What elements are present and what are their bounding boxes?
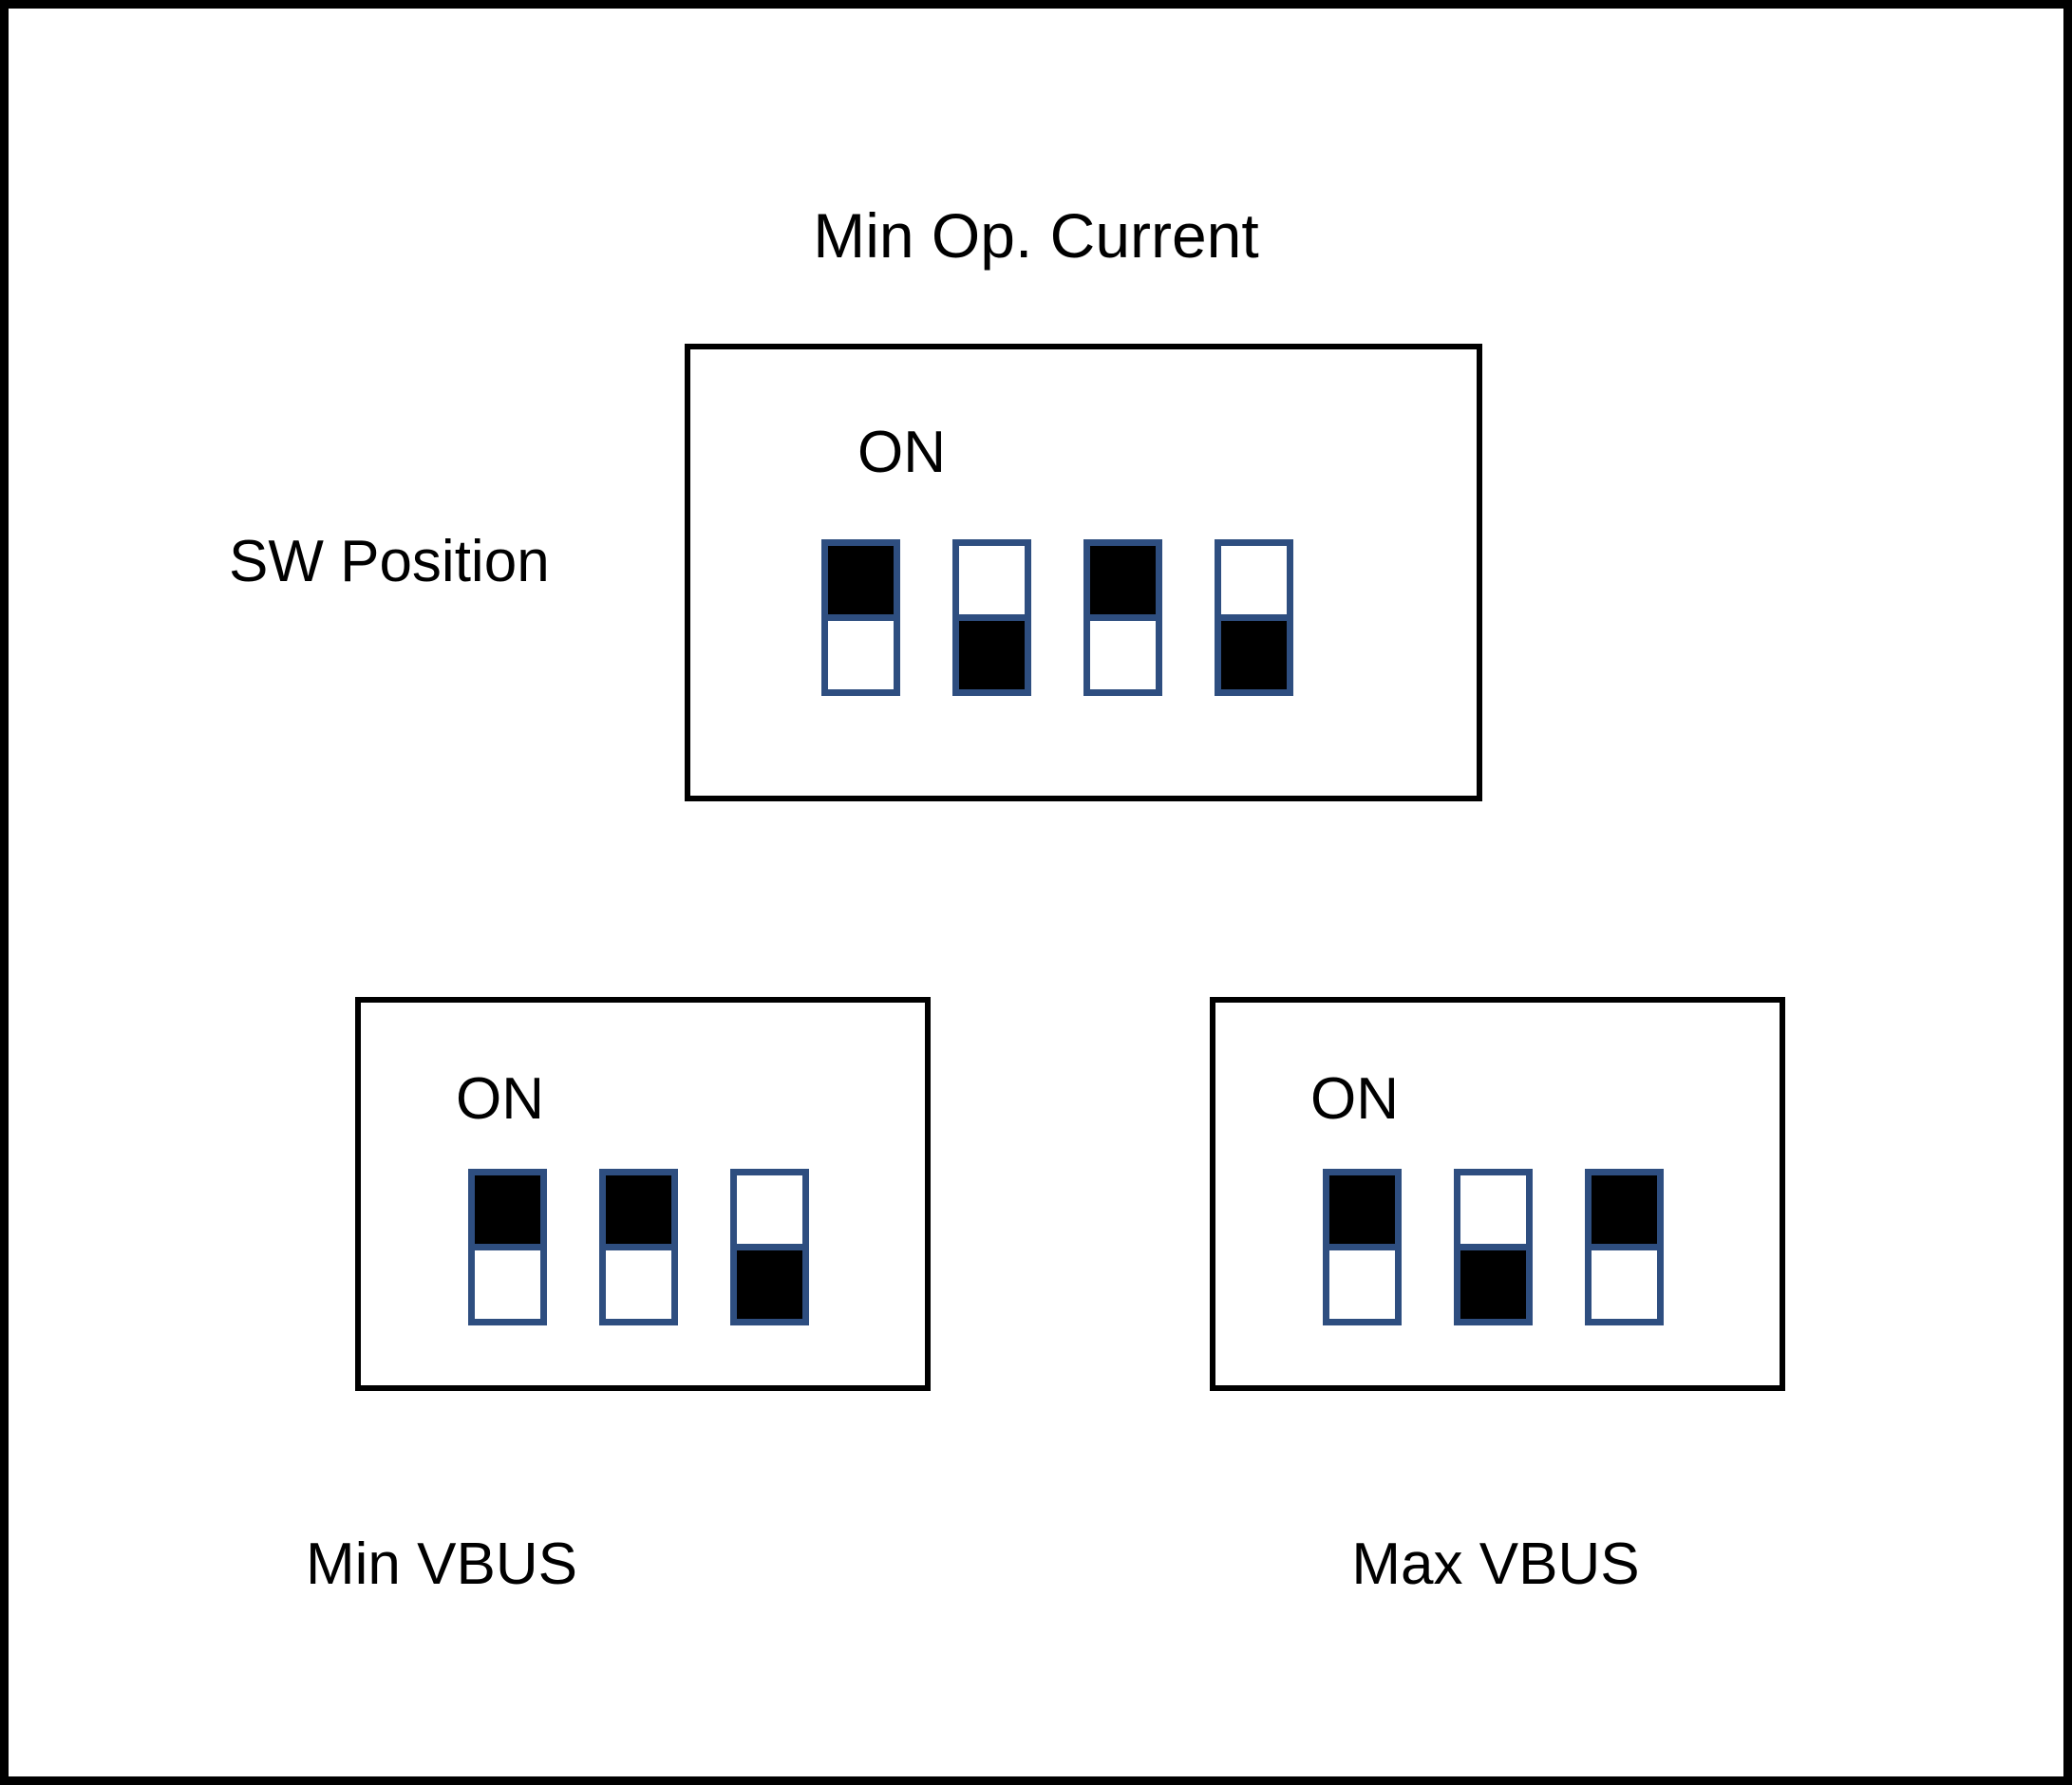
dip-switch-1-top (828, 546, 894, 614)
dip-switch-2-bottom (959, 614, 1025, 689)
dip-switch-max-vbus-1-bottom (1329, 1244, 1395, 1319)
switch-block-min-vbus: ON (355, 997, 931, 1391)
dip-switch-min-vbus-2-top (606, 1175, 671, 1244)
on-label-min-vbus: ON (456, 1066, 544, 1132)
dip-switch-min-vbus-1[interactable] (468, 1169, 547, 1325)
dip-switch-1[interactable] (821, 539, 900, 696)
dip-switch-min-vbus-3-bottom (737, 1244, 802, 1319)
dip-switch-min-vbus-1-bottom (475, 1244, 540, 1319)
dip-switch-2-top (959, 546, 1025, 614)
dip-switch-min-vbus-2[interactable] (599, 1169, 678, 1325)
dip-switch-4[interactable] (1215, 539, 1293, 696)
dip-switch-max-vbus-2[interactable] (1454, 1169, 1533, 1325)
switch-row-max-vbus (1323, 1169, 1664, 1325)
dip-switch-max-vbus-3[interactable] (1585, 1169, 1664, 1325)
switch-block-max-vbus: ON (1210, 997, 1785, 1391)
dip-switch-2[interactable] (952, 539, 1031, 696)
dip-switch-max-vbus-1-top (1329, 1175, 1395, 1244)
dip-switch-max-vbus-2-bottom (1460, 1244, 1526, 1319)
dip-switch-min-vbus-3-top (737, 1175, 802, 1244)
dip-switch-max-vbus-3-bottom (1592, 1244, 1657, 1319)
on-label-max-vbus: ON (1310, 1066, 1399, 1132)
dip-switch-min-vbus-3[interactable] (730, 1169, 809, 1325)
dip-switch-3[interactable] (1083, 539, 1162, 696)
dip-switch-min-vbus-1-top (475, 1175, 540, 1244)
switch-row-min-op-current (821, 539, 1293, 696)
switch-block-min-op-current: ON (685, 344, 1482, 801)
dip-switch-max-vbus-3-top (1592, 1175, 1657, 1244)
switch-row-min-vbus (468, 1169, 809, 1325)
dip-switch-4-top (1221, 546, 1287, 614)
dip-switch-3-bottom (1090, 614, 1156, 689)
dip-switch-1-bottom (828, 614, 894, 689)
dip-switch-4-bottom (1221, 614, 1287, 689)
dip-switch-max-vbus-2-top (1460, 1175, 1526, 1244)
dip-switch-max-vbus-1[interactable] (1323, 1169, 1402, 1325)
dip-switch-3-top (1090, 546, 1156, 614)
caption-max-vbus: Max VBUS (1351, 1531, 1640, 1597)
caption-min-vbus: Min VBUS (306, 1531, 577, 1597)
dip-switch-min-vbus-2-bottom (606, 1244, 671, 1319)
on-label-min-op-current: ON (857, 420, 946, 485)
title-min-op-current: Min Op. Current (813, 200, 1259, 271)
label-sw-position: SW Position (229, 529, 550, 594)
